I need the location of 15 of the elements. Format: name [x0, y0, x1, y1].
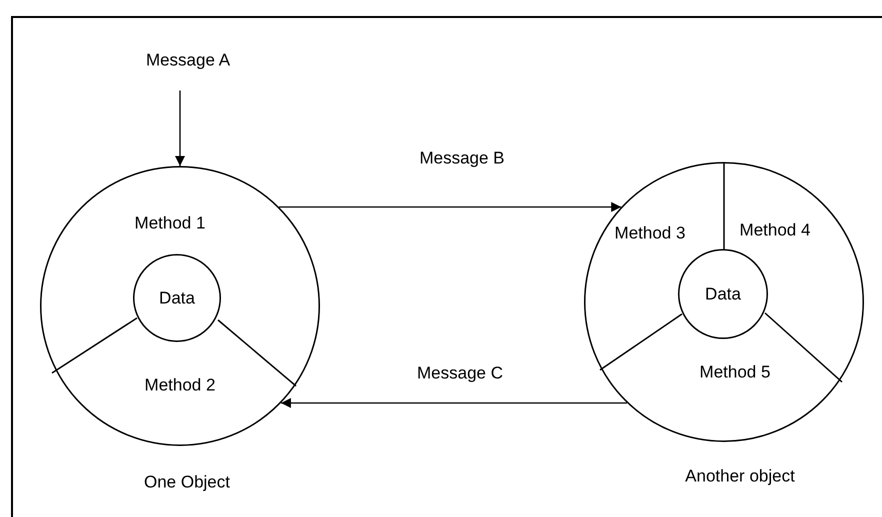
arrow	[279, 202, 622, 212]
data-label: Data	[705, 286, 741, 302]
method-label: Method 1	[134, 214, 206, 232]
arrow	[175, 90, 185, 166]
object-caption: Another object	[685, 468, 795, 484]
data-label: Data	[159, 290, 195, 306]
object-caption: One Object	[144, 474, 230, 490]
method-label: Method 5	[700, 364, 770, 380]
method-label: Method 4	[740, 222, 810, 238]
method-label: Method 2	[144, 376, 216, 394]
message-label: Message A	[146, 52, 230, 68]
arrow	[280, 398, 628, 408]
edge-label: Message C	[417, 364, 503, 382]
edge-label: Message B	[419, 150, 505, 166]
method-label: Method 3	[614, 224, 686, 242]
